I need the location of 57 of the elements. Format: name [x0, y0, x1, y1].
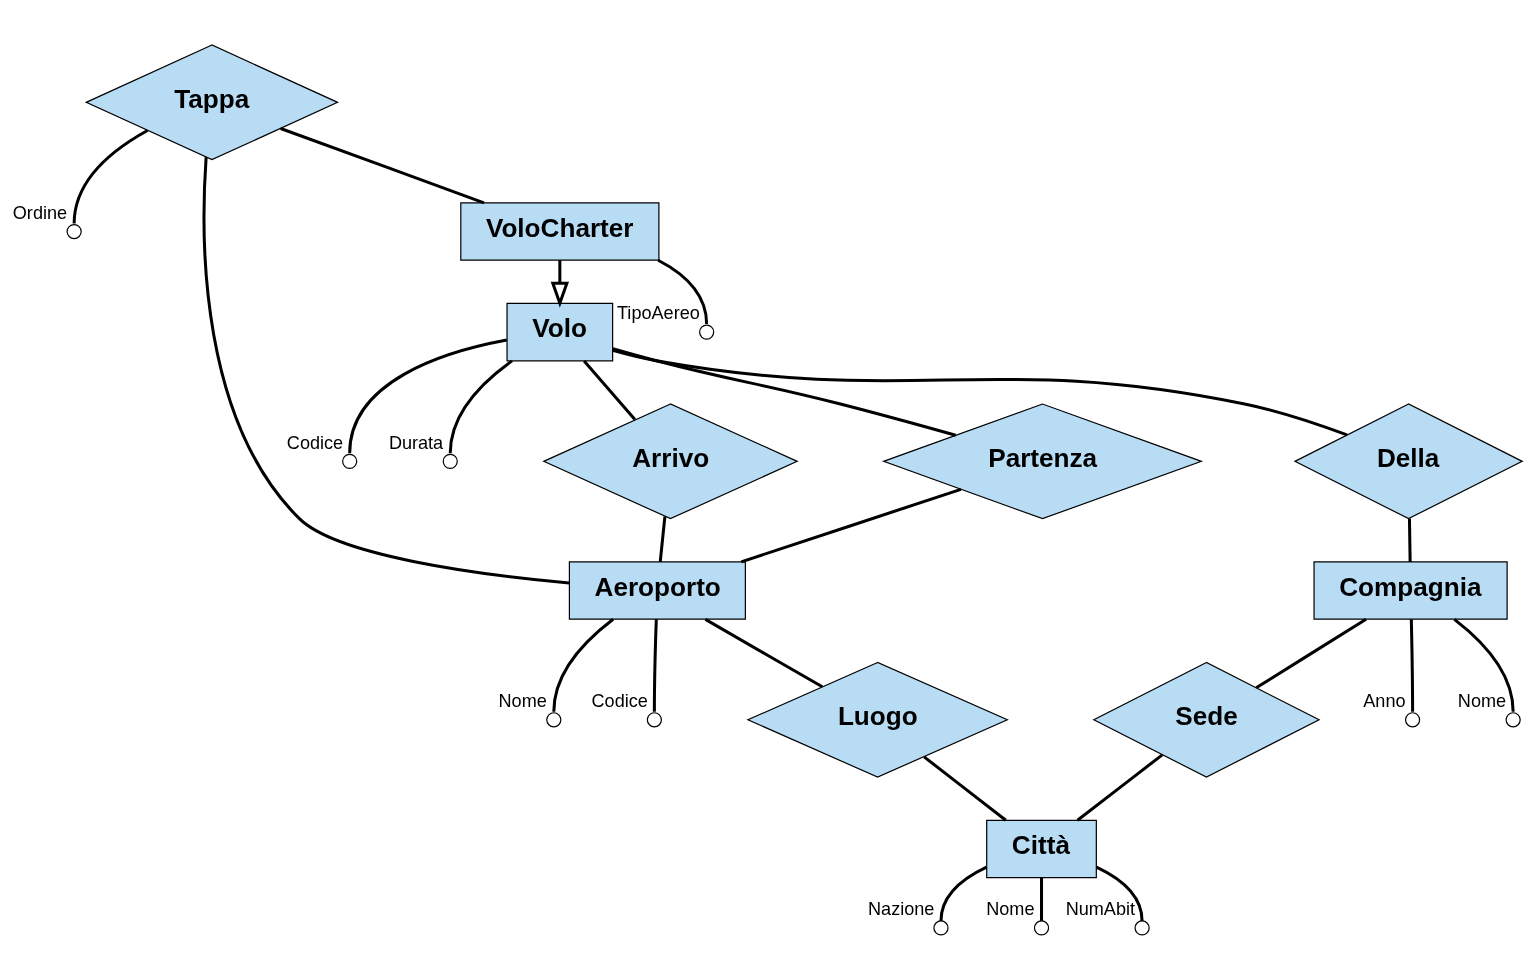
node-diamond: Sede	[1092, 661, 1321, 778]
connector	[280, 126, 485, 204]
connector	[612, 348, 1348, 436]
connector	[923, 755, 1007, 821]
connector	[652, 618, 658, 712]
node-diamond: Della	[1293, 402, 1524, 519]
connector	[658, 515, 667, 562]
connector	[1076, 753, 1164, 821]
connector	[1255, 617, 1367, 689]
connector	[582, 359, 637, 420]
connector	[704, 617, 824, 688]
connector	[202, 156, 570, 585]
node-label: Codice	[286, 432, 344, 453]
node-circle	[1404, 711, 1421, 727]
connector	[612, 346, 957, 437]
node-circle	[933, 919, 949, 936]
node-label: Nazione	[868, 898, 935, 919]
connector	[657, 258, 709, 324]
node-circle	[342, 453, 358, 469]
node-box: Città	[986, 819, 1097, 878]
node-circle	[699, 323, 715, 340]
connector	[552, 617, 615, 712]
connector	[72, 128, 149, 224]
arrow	[550, 259, 569, 308]
connector	[1453, 617, 1515, 712]
node-circle	[442, 453, 458, 469]
connector	[1040, 877, 1044, 921]
node-box: Compagnia	[1313, 560, 1508, 620]
node-diamond: Tappa	[84, 43, 340, 160]
node-diamond: Arrivo	[542, 402, 799, 519]
connector	[1407, 518, 1412, 562]
connector	[1409, 618, 1415, 712]
node-box: Volo	[506, 302, 614, 361]
node-box: VoloCharter	[460, 201, 660, 261]
node-label: Nome	[986, 898, 1035, 919]
node-label: Nome	[498, 690, 547, 711]
node-circle	[546, 711, 562, 727]
connector	[448, 359, 513, 453]
node-circle	[646, 711, 662, 727]
node-label: TipoAereo	[616, 302, 700, 323]
node-circle	[1033, 919, 1050, 936]
connector	[1095, 865, 1144, 921]
node-label: NumAbit	[1065, 898, 1136, 919]
connector	[939, 865, 988, 921]
node-circle	[1134, 919, 1150, 936]
node-label: Anno	[1363, 690, 1406, 711]
node-label: Durata	[388, 432, 444, 453]
node-circle	[1505, 711, 1521, 727]
node-diamond: Partenza	[881, 402, 1204, 519]
node-label: Nome	[1457, 690, 1507, 711]
node-box: Aeroporto	[568, 560, 746, 620]
node-label: Codice	[591, 690, 648, 711]
connector	[740, 487, 962, 563]
node-label: Ordine	[12, 202, 68, 223]
connector	[348, 338, 508, 453]
node-diamond: Luogo	[746, 661, 1009, 778]
node-circle	[66, 223, 82, 239]
